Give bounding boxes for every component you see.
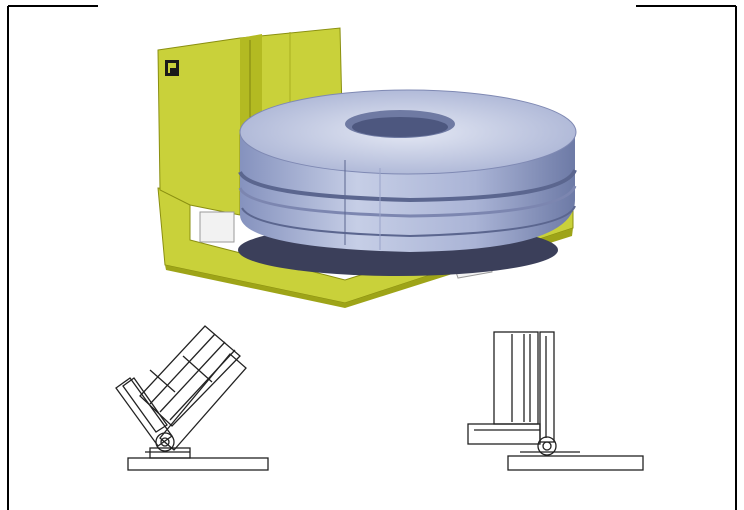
coil-band-3	[241, 205, 576, 238]
frame-border	[7, 5, 737, 510]
base-plate-left	[127, 457, 269, 471]
upright-position-drawing	[467, 331, 644, 471]
pivot-right	[537, 436, 557, 456]
steel-coil	[238, 89, 577, 252]
support-block-left	[199, 211, 235, 243]
upender-machine-photo	[157, 27, 577, 308]
brand-logo-icon	[165, 60, 179, 76]
upright-side	[240, 34, 262, 130]
base-edge	[165, 228, 573, 308]
base-plate-right	[507, 455, 644, 471]
tilted-position-drawing	[115, 325, 269, 471]
coil-band-1	[238, 169, 577, 203]
coil-band-2	[238, 185, 577, 218]
